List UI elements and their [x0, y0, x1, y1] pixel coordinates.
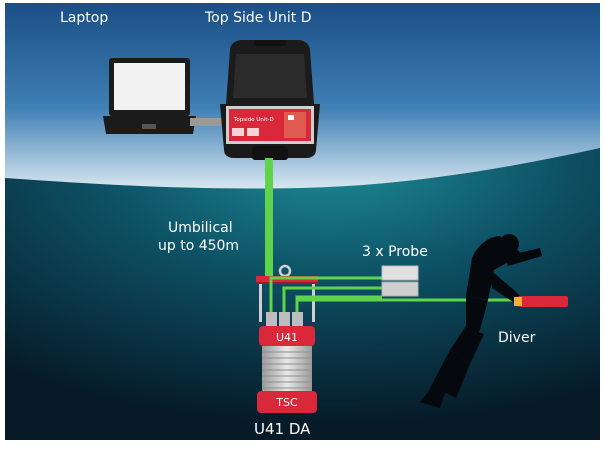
- connector-1: [266, 312, 277, 330]
- housing-ribs: [262, 351, 312, 389]
- frame-rod-left: [259, 284, 262, 322]
- u41-top-cap: [259, 326, 315, 346]
- umbilical-label-line1: Umbilical: [168, 220, 233, 236]
- tsc-badge: TSC: [275, 396, 298, 409]
- u41-da-label: U41 DA: [254, 420, 311, 438]
- frame-rod-right: [312, 284, 315, 322]
- probe-1: [381, 265, 419, 281]
- diver-probe: [518, 296, 568, 307]
- laptop-label: Laptop: [60, 10, 109, 26]
- umbilical-label-line2: up to 450m: [158, 238, 240, 254]
- umbilical-cable: [265, 158, 273, 280]
- u41-badge: U41: [276, 331, 298, 344]
- top-side-unit-label: Top Side Unit D: [205, 10, 312, 26]
- diver-label: Diver: [498, 330, 536, 346]
- probe-cable-3: [295, 295, 382, 312]
- connector-3: [292, 312, 303, 330]
- probe-cable-1: [269, 276, 382, 312]
- case-panel-label: Topside Unit-D: [233, 117, 274, 123]
- probe-2: [381, 281, 419, 297]
- diver-silhouette-icon: [420, 234, 542, 408]
- tsc-bottom-cap: [257, 391, 317, 413]
- laptop-icon: [103, 58, 196, 134]
- connector-2: [279, 312, 290, 330]
- probe-cable-2: [282, 286, 382, 312]
- topside-case-icon: [220, 40, 320, 160]
- laptop-link-cable: [190, 118, 228, 126]
- probe-label: 3 x Probe: [362, 244, 428, 260]
